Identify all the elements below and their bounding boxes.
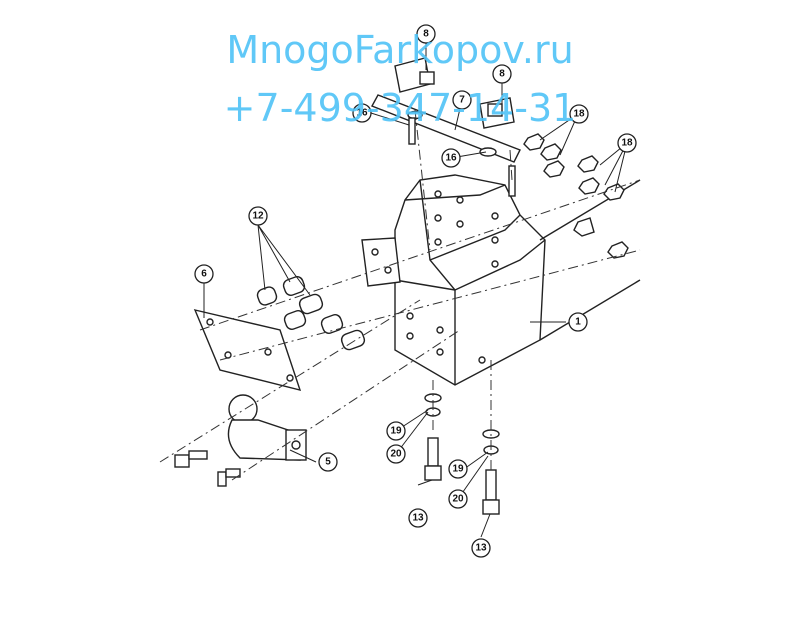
callout-label: 5 [325,457,331,468]
callout-label: 19 [390,426,402,437]
bracket [361,237,401,287]
callout-5: 5 [318,452,338,472]
callout-18a: 18 [569,104,589,124]
callout-13a: 13 [408,508,428,528]
callout-label: 19 [452,464,464,475]
callout-20b: 20 [448,489,468,509]
callout-16a: 16 [352,103,372,123]
callout-label: 6 [201,269,207,280]
top-plate-part [371,57,521,163]
callout-19a: 19 [386,421,406,441]
callout-label: 12 [252,211,264,222]
side-plate-part [193,309,302,391]
callout-label: 16 [445,153,457,164]
watermark-phone: +7-499-347-14-31 [223,86,577,130]
callout-8b: 8 [492,64,512,84]
callout-6: 6 [194,264,214,284]
callout-20a: 20 [386,444,406,464]
callout-16b: 16 [441,148,461,168]
callout-label: 20 [452,494,464,505]
bolt-16 [408,117,516,197]
callout-label: 13 [475,543,487,554]
callout-label: 8 [423,29,429,40]
ball-mount-part [227,394,307,461]
callout-1: 1 [568,312,588,332]
callout-13b: 13 [471,538,491,558]
callout-label: 8 [499,69,505,80]
callout-label: 7 [459,95,465,106]
bolt-left [174,450,241,487]
watermark-site: MnogoFarkopov.ru [226,28,574,72]
main-body-part [394,174,641,386]
callout-8a: 8 [416,24,436,44]
callout-18b: 18 [617,133,637,153]
callout-label: 18 [621,138,633,149]
callout-label: 13 [412,513,424,524]
nuts-18 [523,133,629,259]
assembly-lines [159,109,641,481]
callout-label: 18 [573,109,585,120]
callout-label: 20 [390,449,402,460]
callout-19b: 19 [448,459,468,479]
callout-label: 16 [356,108,368,119]
callout-label: 1 [575,317,581,328]
callout-12: 12 [248,206,268,226]
callout-7: 7 [452,90,472,110]
